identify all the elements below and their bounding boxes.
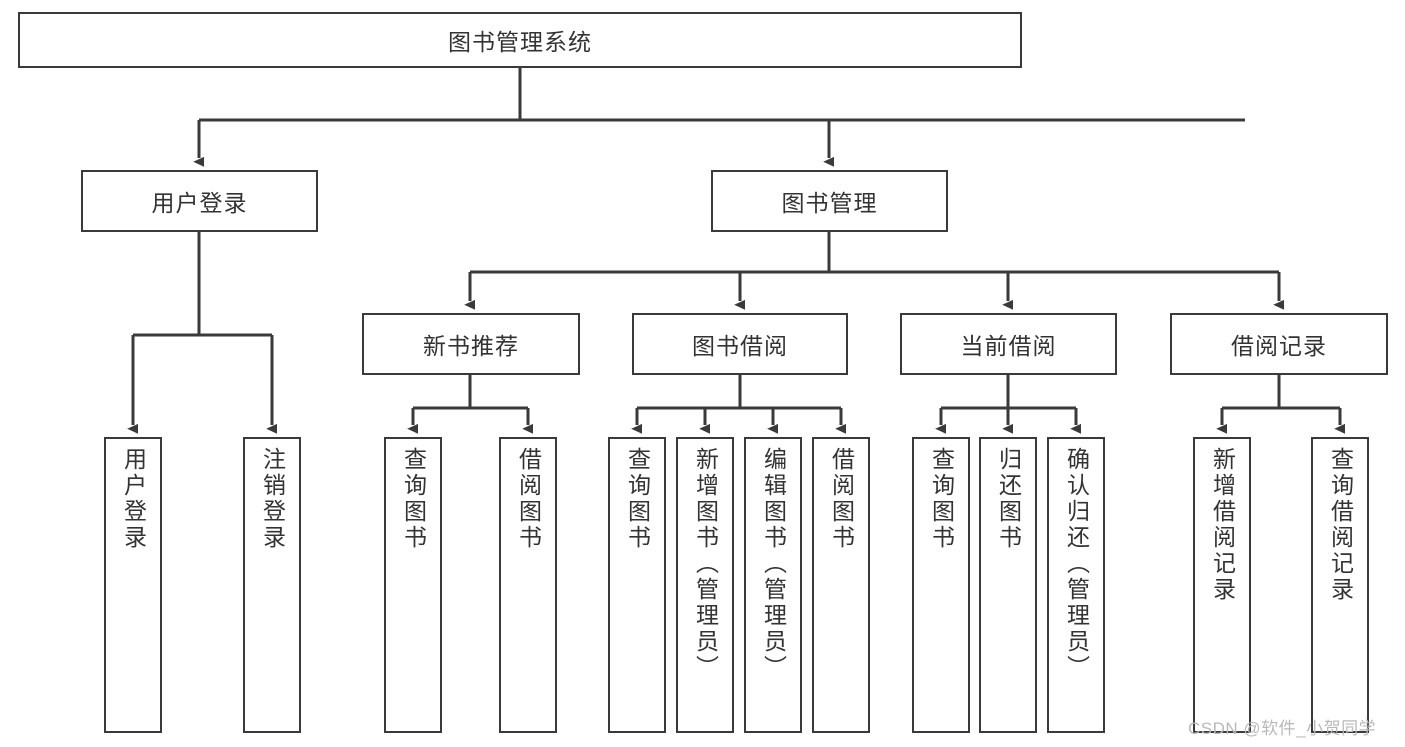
node-label: 查询图书 (928, 447, 955, 551)
node-leaf-borrow-book[interactable]: 借阅图书 (812, 437, 870, 733)
node-leaf-query-book-recommend[interactable]: 查询图书 (384, 437, 442, 733)
node-label: 归还图书 (995, 447, 1022, 551)
node-leaf-query-book-current[interactable]: 查询图书 (912, 437, 970, 733)
node-label: 新增借阅记录 (1209, 447, 1236, 603)
node-label: 新书推荐 (423, 333, 519, 359)
node-label: 查询借阅记录 (1327, 447, 1354, 603)
node-leaf-confirm-return-admin[interactable]: 确认归还（管理员） (1047, 437, 1105, 733)
node-book-borrow[interactable]: 图书借阅 (632, 313, 848, 375)
node-leaf-logout-login[interactable]: 注销登录 (243, 437, 301, 733)
node-label: 借阅图书 (515, 447, 542, 551)
node-label: 当前借阅 (960, 333, 1057, 359)
node-leaf-return-book[interactable]: 归还图书 (979, 437, 1037, 733)
node-book-management[interactable]: 图书管理 (711, 170, 948, 232)
node-current-borrow[interactable]: 当前借阅 (900, 313, 1117, 375)
node-new-book-recommend[interactable]: 新书推荐 (362, 313, 580, 375)
node-leaf-user-login[interactable]: 用户登录 (104, 437, 162, 733)
node-leaf-query-borrow-record[interactable]: 查询借阅记录 (1311, 437, 1369, 733)
node-label: 查询图书 (400, 447, 427, 551)
node-label: 图书管理系统 (448, 29, 592, 55)
node-label: 编辑图书（管理员） (760, 447, 787, 681)
watermark-text: CSDN @软件_小贺同学 (1188, 719, 1377, 738)
node-label: 图书管理 (781, 190, 878, 216)
node-leaf-add-book-admin[interactable]: 新增图书（管理员） (676, 437, 734, 733)
node-label: 新增图书（管理员） (692, 447, 719, 681)
node-label: 图书借阅 (692, 333, 788, 359)
node-leaf-edit-book-admin[interactable]: 编辑图书（管理员） (744, 437, 802, 733)
node-label: 借阅记录 (1231, 333, 1327, 359)
node-label: 借阅图书 (828, 447, 855, 551)
node-root-book-management-system[interactable]: 图书管理系统 (18, 12, 1022, 68)
node-label: 用户登录 (120, 447, 147, 551)
node-leaf-add-borrow-record[interactable]: 新增借阅记录 (1193, 437, 1251, 733)
node-leaf-borrow-book-recommend[interactable]: 借阅图书 (499, 437, 557, 733)
node-user-login[interactable]: 用户登录 (81, 170, 318, 232)
node-leaf-query-book-borrow[interactable]: 查询图书 (608, 437, 666, 733)
node-borrow-record[interactable]: 借阅记录 (1170, 313, 1388, 375)
node-label: 查询图书 (624, 447, 651, 551)
node-label: 确认归还（管理员） (1063, 447, 1090, 681)
node-label: 用户登录 (151, 190, 248, 216)
node-label: 注销登录 (259, 447, 286, 551)
